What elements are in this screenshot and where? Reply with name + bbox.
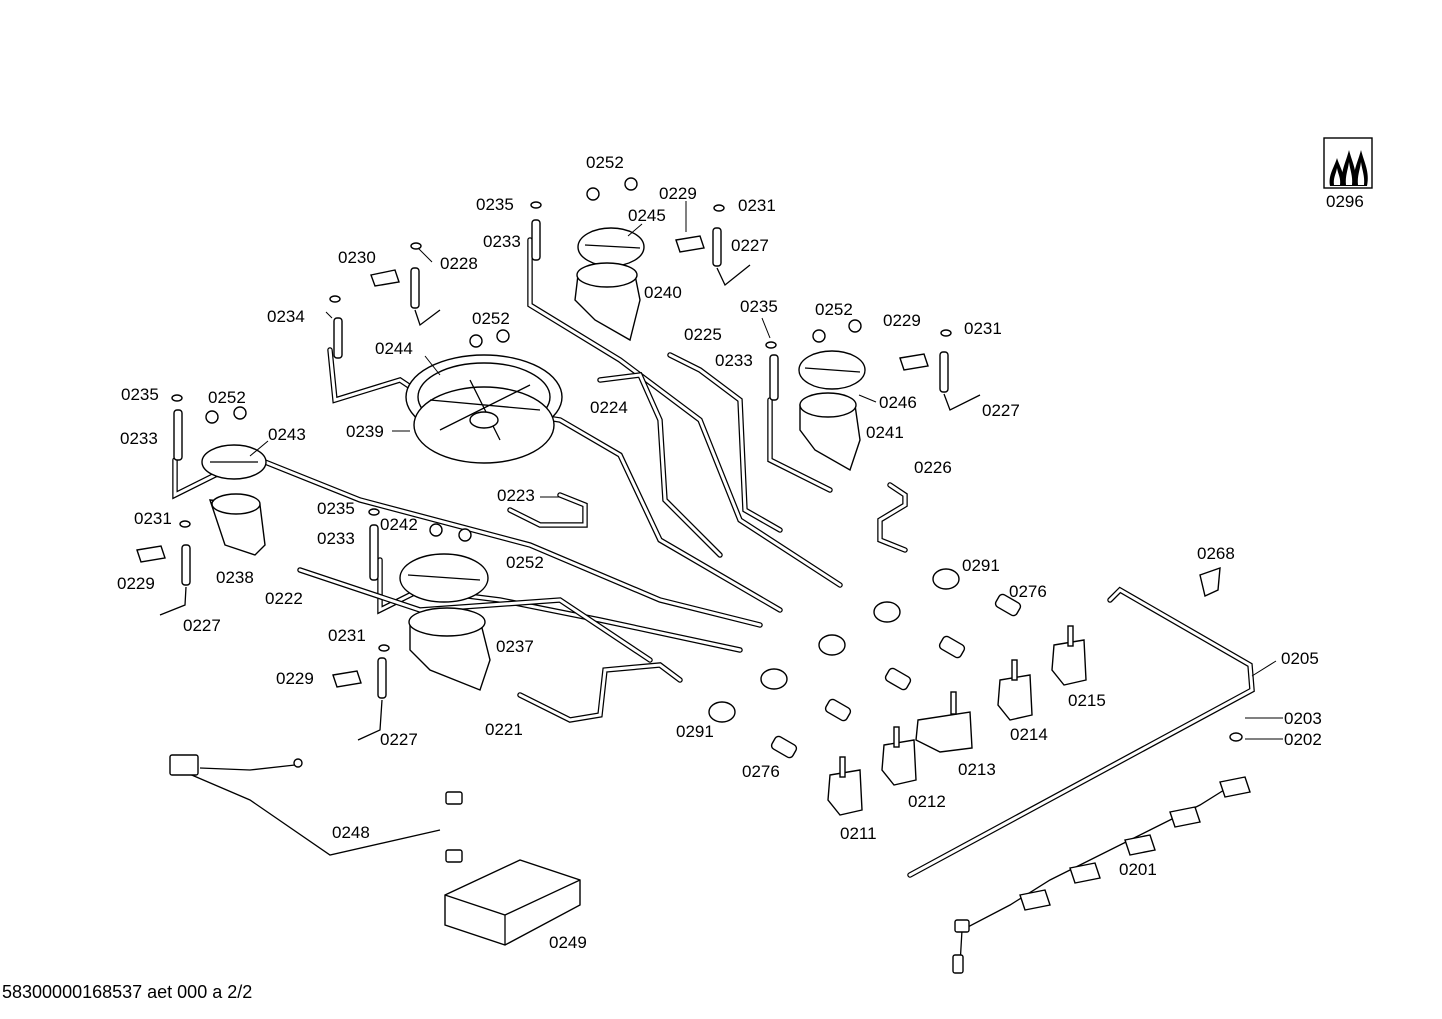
- thermocouples: [159, 219, 981, 741]
- part-label-0233: 0233: [715, 351, 753, 370]
- part-label-0214: 0214: [1010, 725, 1048, 744]
- part-label-0241: 0241: [866, 423, 904, 442]
- part-label-0211: 0211: [840, 824, 877, 843]
- part-label-0239: 0239: [346, 422, 384, 441]
- part-label-0252: 0252: [472, 309, 510, 328]
- wiring: [169, 754, 1251, 974]
- gas-valves: [827, 625, 1087, 816]
- part-label-0252: 0252: [506, 553, 544, 572]
- part-label-0205: 0205: [1281, 649, 1319, 668]
- part-label-0248: 0248: [332, 823, 370, 842]
- part-label-0235: 0235: [740, 297, 778, 316]
- part-label-0221: 0221: [485, 720, 523, 739]
- part-label-0235: 0235: [121, 385, 159, 404]
- part-label-0242: 0242: [380, 515, 418, 534]
- part-label-0213: 0213: [958, 760, 996, 779]
- part-label-0228: 0228: [440, 254, 478, 273]
- ignition-module: [444, 859, 581, 946]
- part-label-0229: 0229: [659, 184, 697, 203]
- part-label-0222: 0222: [265, 589, 303, 608]
- part-label-0231: 0231: [964, 319, 1002, 338]
- screws-and-washers: [171, 177, 1243, 742]
- part-label-0202: 0202: [1284, 730, 1322, 749]
- part-label-0229: 0229: [276, 669, 314, 688]
- part-label-0243: 0243: [268, 425, 306, 444]
- part-label-0231: 0231: [134, 509, 172, 528]
- part-label-0227: 0227: [183, 616, 221, 635]
- burner-caps: [201, 227, 866, 603]
- part-label-0252: 0252: [815, 300, 853, 319]
- part-label-0252: 0252: [208, 388, 246, 407]
- part-label-0231: 0231: [738, 196, 776, 215]
- part-label-0245: 0245: [628, 206, 666, 225]
- leader-lines: [249, 201, 1283, 740]
- part-label-0227: 0227: [380, 730, 418, 749]
- part-label-0268: 0268: [1197, 544, 1235, 563]
- part-label-0291: 0291: [962, 556, 1000, 575]
- flame-icon: [1323, 137, 1373, 189]
- part-label-0291: 0291: [676, 722, 714, 741]
- part-label-0276: 0276: [1009, 582, 1047, 601]
- document-id-footer: 58300000168537 aet 000 a 2/2: [2, 982, 253, 1002]
- part-label-0231: 0231: [328, 626, 366, 645]
- part-label-0238: 0238: [216, 568, 254, 587]
- gas-pipes: [172, 237, 1255, 878]
- part-label-0223: 0223: [497, 486, 535, 505]
- knob-inserts: [708, 568, 1022, 759]
- part-label-0233: 0233: [120, 429, 158, 448]
- part-label-0227: 0227: [731, 236, 769, 255]
- part-label-0229: 0229: [883, 311, 921, 330]
- part-label-0235: 0235: [476, 195, 514, 214]
- part-label-0235: 0235: [317, 499, 355, 518]
- part-label-0234: 0234: [267, 307, 305, 326]
- part-label-0227: 0227: [982, 401, 1020, 420]
- clip-0268: [1199, 566, 1221, 597]
- burner-housings: [208, 262, 861, 691]
- part-label-0229: 0229: [117, 574, 155, 593]
- part-label-0249: 0249: [549, 933, 587, 952]
- part-label-0252: 0252: [586, 153, 624, 172]
- part-label-0203: 0203: [1284, 709, 1322, 728]
- part-label-0215: 0215: [1068, 691, 1106, 710]
- part-label-0296: 0296: [1326, 192, 1364, 211]
- part-label-0237: 0237: [496, 637, 534, 656]
- part-label-0201: 0201: [1119, 860, 1157, 879]
- part-label-0276: 0276: [742, 762, 780, 781]
- part-label-0246: 0246: [879, 393, 917, 412]
- part-label-0244: 0244: [375, 339, 413, 358]
- part-label-0230: 0230: [338, 248, 376, 267]
- part-label-0212: 0212: [908, 792, 946, 811]
- part-label-0224: 0224: [590, 398, 628, 417]
- part-label-0240: 0240: [644, 283, 682, 302]
- part-label-0226: 0226: [914, 458, 952, 477]
- clips: [136, 235, 929, 688]
- part-label-0225: 0225: [684, 325, 722, 344]
- part-label-0233: 0233: [317, 529, 355, 548]
- part-label-0233: 0233: [483, 232, 521, 251]
